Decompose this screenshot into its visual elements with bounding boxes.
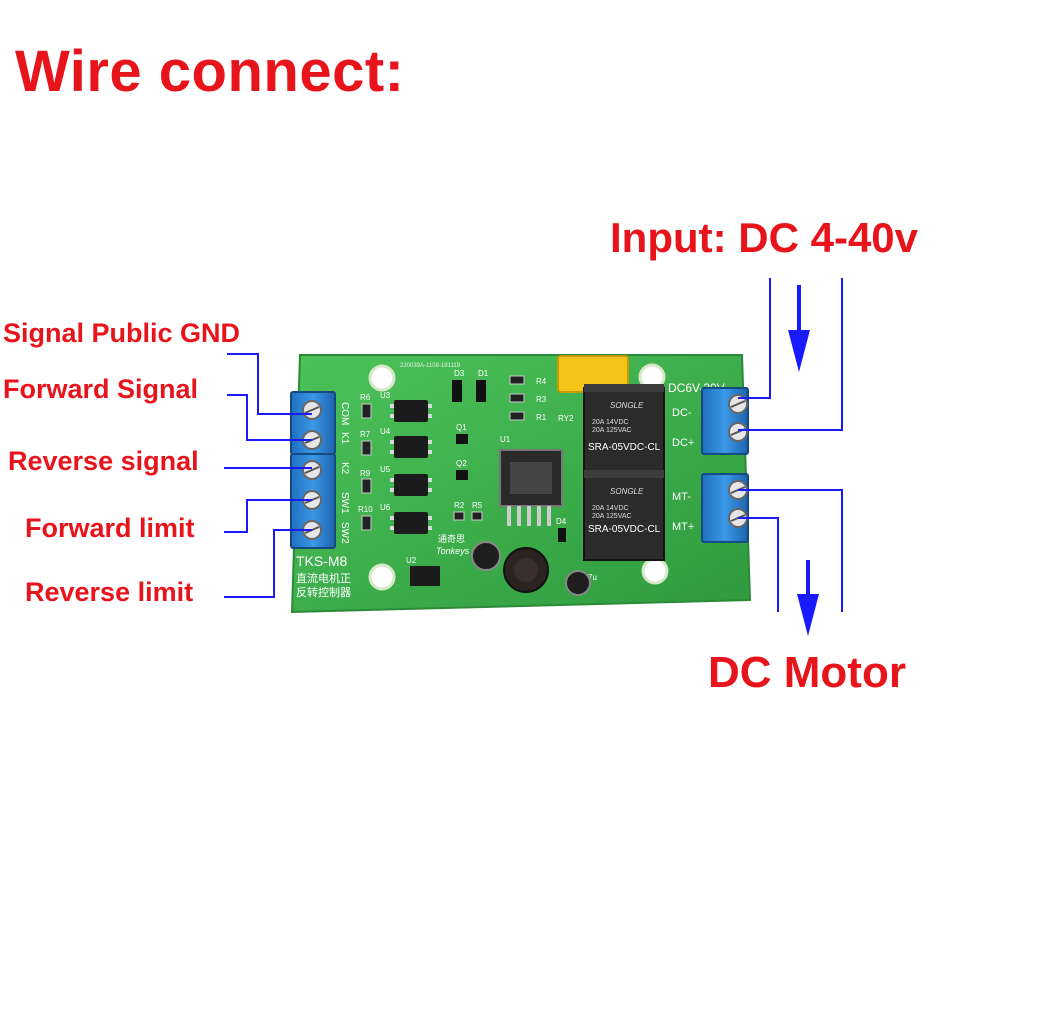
svg-text:R10: R10 <box>358 505 373 514</box>
svg-text:MT+: MT+ <box>672 521 694 533</box>
svg-text:SRA-05VDC-CL: SRA-05VDC-CL <box>588 442 661 453</box>
mount-hole <box>368 563 396 591</box>
svg-text:R2: R2 <box>454 501 465 510</box>
forward-limit-label: Forward limit <box>25 513 195 543</box>
svg-text:20A 125VAC: 20A 125VAC <box>592 513 632 520</box>
board-model-text: TKS-M8 <box>296 553 348 569</box>
svg-text:U5: U5 <box>380 465 391 474</box>
svg-text:SONGLE: SONGLE <box>610 487 644 496</box>
mount-hole <box>368 364 396 392</box>
svg-text:SONGLE: SONGLE <box>610 401 644 410</box>
svg-text:R7: R7 <box>360 430 371 439</box>
svg-text:R1: R1 <box>536 413 547 422</box>
svg-text:K2: K2 <box>339 462 350 475</box>
svg-text:SRA-05VDC-CL: SRA-05VDC-CL <box>588 524 661 535</box>
svg-text:Q2: Q2 <box>456 459 467 468</box>
svg-text:7u: 7u <box>588 573 597 582</box>
board-chinese-name-1: 直流电机正 <box>296 571 351 585</box>
svg-text:20A 14VDC: 20A 14VDC <box>592 505 629 512</box>
svg-text:COM: COM <box>339 402 350 425</box>
svg-text:U6: U6 <box>380 503 391 512</box>
svg-text:U2: U2 <box>406 556 417 565</box>
svg-text:MT-: MT- <box>672 491 691 503</box>
brand-text: Tonkeys <box>436 546 470 556</box>
capacitor <box>565 570 591 596</box>
svg-text:D1: D1 <box>478 369 489 378</box>
forward-signal-label: Forward Signal <box>3 374 199 404</box>
brand-cn-text: 通奇思 <box>438 533 465 544</box>
svg-text:SW2: SW2 <box>339 522 350 544</box>
power-terminal-block <box>701 387 749 455</box>
mount-hole <box>641 557 669 585</box>
signal-wires <box>224 353 312 598</box>
svg-text:D3: D3 <box>454 369 465 378</box>
svg-text:U3: U3 <box>380 391 391 400</box>
board-code-text: 220039A-1108-181119 <box>400 363 461 369</box>
dc-motor-label: DC Motor <box>708 648 906 697</box>
power-motor-wires <box>738 278 843 612</box>
chip-u2 <box>410 566 440 586</box>
relay-top: SONGLE 20A 14VDC 20A 125VAC SRA-05VDC-CL <box>583 384 665 475</box>
page-title: Wire connect: <box>15 39 405 104</box>
signal-public-gnd-label: Signal Public GND <box>3 318 241 348</box>
svg-text:R6: R6 <box>360 393 371 402</box>
resistor-pads <box>361 375 566 542</box>
screw-terminal <box>302 400 322 540</box>
svg-text:20A 14VDC: 20A 14VDC <box>592 419 629 426</box>
left-terminal-block <box>290 391 336 549</box>
input-voltage-label: Input: DC 4-40v <box>610 214 919 261</box>
capacitor <box>471 541 501 571</box>
svg-text:D4: D4 <box>556 517 567 526</box>
motor-terminal-block <box>701 473 749 543</box>
svg-text:U4: U4 <box>380 427 391 436</box>
svg-text:DC-: DC- <box>672 407 692 419</box>
svg-text:U1: U1 <box>500 435 511 444</box>
svg-text:SW1: SW1 <box>339 492 350 514</box>
relay-bottom: SONGLE 20A 14VDC 20A 125VAC SRA-05VDC-CL <box>583 470 665 561</box>
svg-text:R3: R3 <box>536 395 547 404</box>
board-chinese-name-2: 反转控制器 <box>296 585 351 599</box>
pcb-board: 220039A-1108-181119 DC6V-30V <box>290 354 752 614</box>
svg-text:20A 125VAC: 20A 125VAC <box>592 427 632 434</box>
motor-arrow-icon <box>797 560 819 636</box>
optocoupler-row <box>390 400 432 534</box>
input-arrow-icon <box>788 285 810 372</box>
reverse-limit-label: Reverse limit <box>25 577 194 607</box>
svg-text:R9: R9 <box>360 469 371 478</box>
svg-text:RY2: RY2 <box>558 414 574 423</box>
reverse-signal-label: Reverse signal <box>8 446 199 476</box>
svg-text:K1: K1 <box>339 432 350 445</box>
svg-text:R4: R4 <box>536 377 547 386</box>
svg-text:Q1: Q1 <box>456 423 467 432</box>
svg-text:R5: R5 <box>472 501 483 510</box>
svg-text:DC+: DC+ <box>672 437 694 449</box>
voltage-regulator <box>499 449 563 526</box>
